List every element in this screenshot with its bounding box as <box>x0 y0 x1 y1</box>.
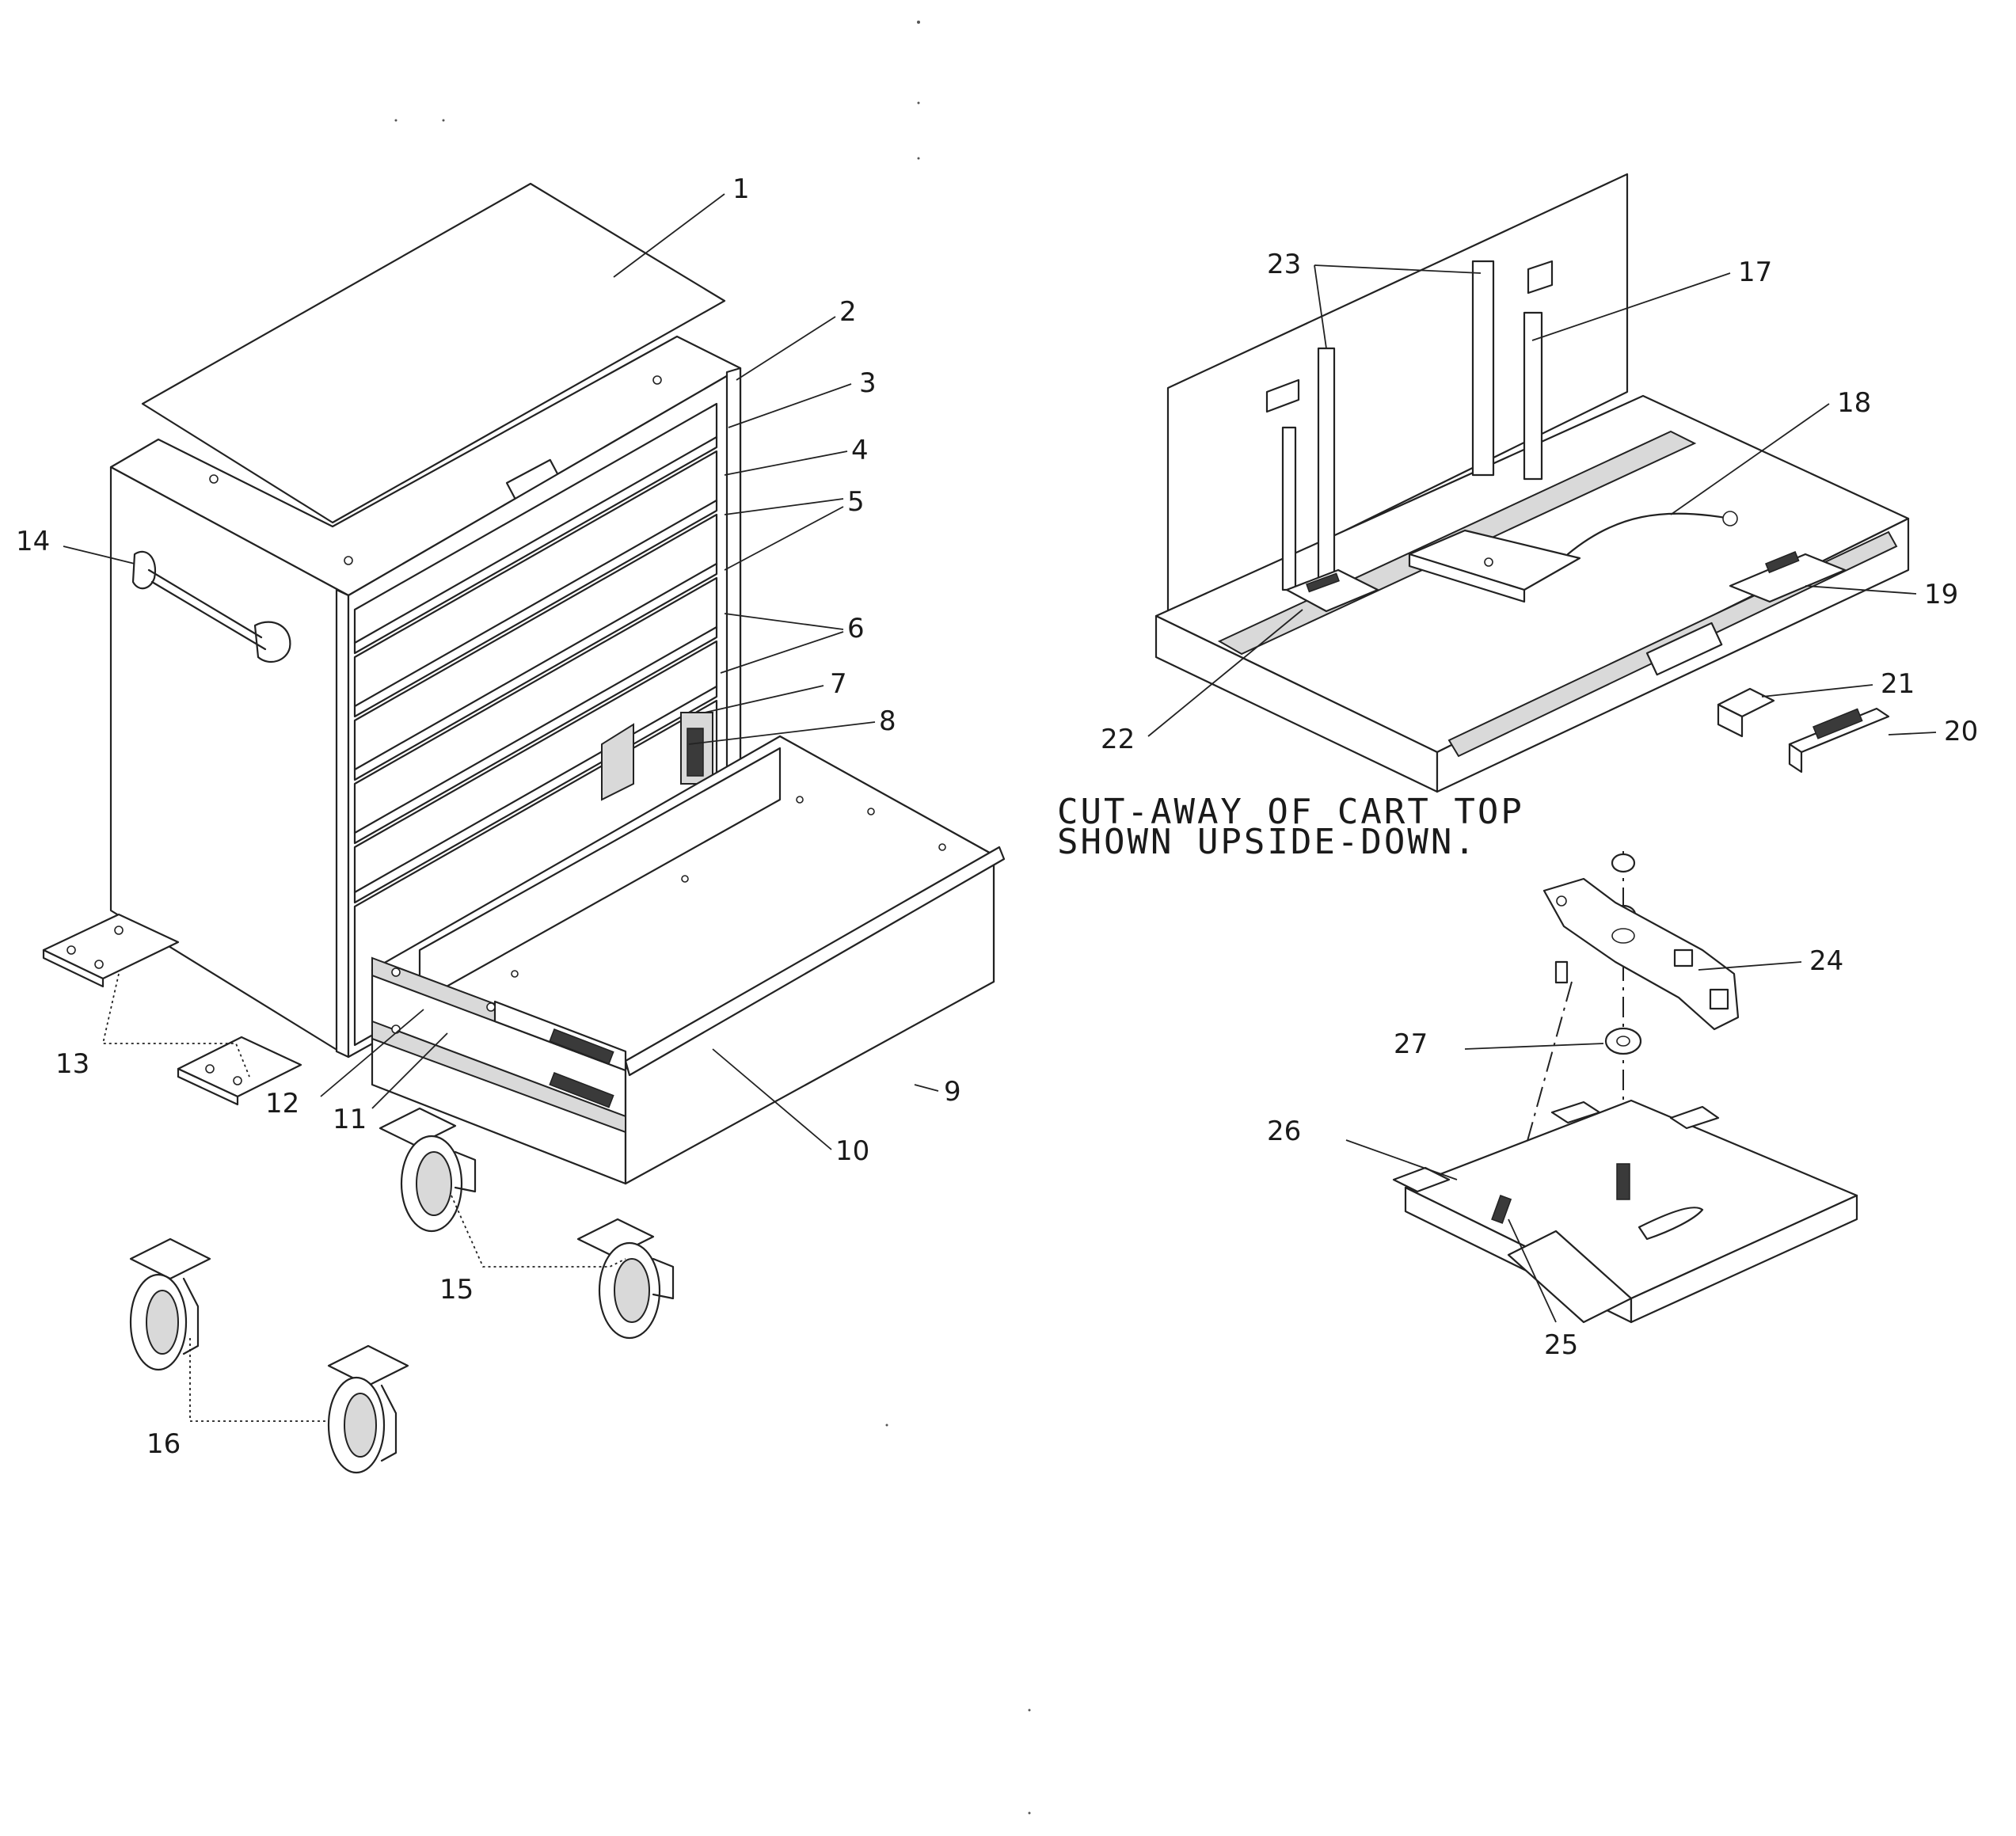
left-leader-lines <box>63 193 939 1422</box>
callout-13: 13 <box>55 1048 89 1080</box>
callout-16: 16 <box>146 1428 181 1460</box>
callout-9: 9 <box>944 1076 961 1108</box>
cutaway-latch-slot <box>1645 622 1723 676</box>
cutaway-leader-lines <box>1147 264 1937 737</box>
callout-22: 22 <box>1101 724 1135 755</box>
callout-21: 21 <box>1881 668 1915 700</box>
caster-plate-assembly <box>1345 851 1858 1324</box>
part-16-rigid-caster-right <box>327 1344 409 1474</box>
drawer-stack <box>353 402 718 904</box>
callout-10: 10 <box>835 1135 869 1167</box>
callout-15: 15 <box>439 1274 474 1306</box>
callout-18: 18 <box>1837 387 1871 419</box>
callout-7: 7 <box>830 668 847 700</box>
tool-cart-assembly <box>42 182 1006 1474</box>
part-24-pivot-arm <box>1542 877 1740 1031</box>
callout-25-lower: 25 <box>1544 1329 1578 1361</box>
callout-8: 8 <box>879 705 896 737</box>
callout-27: 27 <box>1394 1028 1428 1060</box>
part-20-latch-handle <box>1788 707 1890 774</box>
callout-26: 26 <box>1267 1116 1301 1147</box>
callout-3: 3 <box>859 367 877 399</box>
caption-line-2: SHOWN UPSIDE-DOWN. <box>1057 822 1478 862</box>
scan-specks <box>394 21 1031 1815</box>
part-26-base-plate <box>1392 1099 1858 1324</box>
stack-nut-top <box>1611 853 1636 873</box>
caption-line-1: CUT-AWAY OF CART TOP <box>1057 792 1524 832</box>
callout-6: 6 <box>847 613 865 644</box>
callout-2: 2 <box>839 296 857 328</box>
callout-20: 20 <box>1944 716 1978 747</box>
callout-11: 11 <box>333 1104 367 1135</box>
cutaway-caption: CUT-AWAY OF CART TOP SHOWN UPSIDE-DOWN. <box>1057 792 1524 862</box>
part-1-top-mat <box>141 182 726 524</box>
assembly-axis-line-2 <box>1504 981 1573 1224</box>
callout-19: 19 <box>1924 579 1958 610</box>
callout-4: 4 <box>851 435 869 466</box>
callout-5: 5 <box>847 486 865 518</box>
part-17-vertical-channel <box>1523 260 1554 481</box>
cart-top-cutaway <box>1147 173 1937 793</box>
assembly-pivot-bolt <box>1554 960 1569 984</box>
part-15-swivel-caster-front <box>378 1107 477 1233</box>
callout-12: 12 <box>265 1088 299 1119</box>
part-18-cable <box>1566 512 1732 556</box>
part-21-latch-bracket <box>1717 687 1775 738</box>
callout-14: 14 <box>16 526 50 557</box>
callout-17: 17 <box>1738 257 1772 288</box>
part-19-latch-assembly <box>1729 551 1847 603</box>
callout-1: 1 <box>732 173 750 205</box>
part-13-mounting-plates <box>42 913 302 1106</box>
assembly-leader-lines <box>1345 961 1802 1323</box>
part-15-swivel-caster-rear <box>576 1218 675 1340</box>
part-18-cable-end <box>1722 511 1738 526</box>
callout-labels: 1 2 3 4 5 6 7 8 9 10 11 12 13 14 15 16 1… <box>16 173 1978 1460</box>
part-11-12-drawer-slides <box>371 956 627 1134</box>
part-14-side-handle <box>131 550 291 663</box>
part-22-slide-bracket <box>1285 568 1379 613</box>
callout-24: 24 <box>1809 945 1843 977</box>
part-23-vertical-rails <box>1265 260 1495 591</box>
callout-23: 23 <box>1267 249 1301 280</box>
part-16-rigid-caster-left <box>129 1237 211 1371</box>
